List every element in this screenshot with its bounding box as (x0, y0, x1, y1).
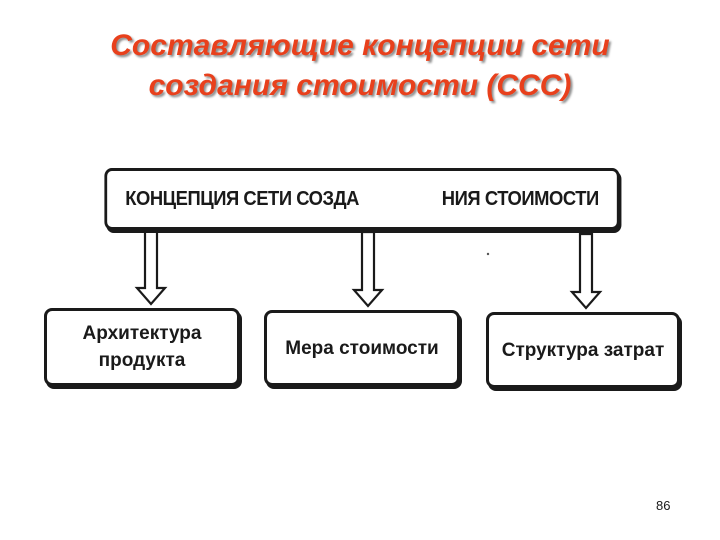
arrow-down-icon-1 (134, 228, 168, 306)
child-box-cost-structure: Структура затрат (486, 312, 680, 388)
child-architecture-line-1: Архитектура (82, 323, 202, 344)
slide-title-line-2: создания стоимости (ССС) (148, 69, 572, 102)
slide-title: Составляющие концепции сети создания сто… (0, 26, 720, 106)
child-box-value-measure: Мера стоимости (264, 310, 460, 386)
child-architecture-line-2: продукта (98, 350, 186, 371)
page-number: 86 (656, 498, 671, 513)
child-box-architecture: Архитектура продукта (44, 308, 240, 386)
arrow-down-icon-3 (569, 232, 603, 310)
root-concept-box: КОНЦЕПЦИЯ СЕТИ СОЗДА НИЯ СТОИМОСТИ (104, 168, 620, 230)
slide-title-line-1: Составляющие концепции сети (110, 29, 610, 62)
root-label-part-2: НИЯ СТОИМОСТИ (441, 187, 599, 210)
child-value-measure-label: Мера стоимости (285, 337, 439, 359)
arrow-down-icon-2 (351, 230, 385, 308)
root-label-part-1: КОНЦЕПЦИЯ СЕТИ СОЗДА (125, 187, 360, 210)
scan-speck (486, 252, 490, 256)
child-cost-structure-label: Структура затрат (501, 339, 665, 361)
